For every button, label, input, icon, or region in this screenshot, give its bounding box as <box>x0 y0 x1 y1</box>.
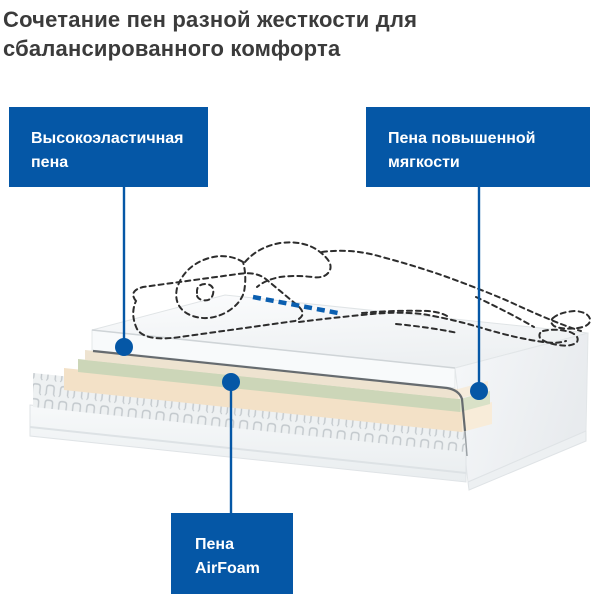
callout-elastic-foam-label: Высокоэластичная пена <box>31 130 184 171</box>
elastic-foam-layer <box>85 350 458 399</box>
mattress-right-plinth <box>467 430 587 491</box>
lower-foot-outline <box>538 328 579 347</box>
airfoam-layer-side <box>462 402 492 432</box>
zipper-line <box>92 349 467 432</box>
left-callout-pointer-dot <box>115 338 133 356</box>
mattress-cutaway <box>29 294 589 491</box>
right-callout-pointer-dot <box>470 382 488 400</box>
legs-inner-line <box>475 296 535 328</box>
ear-outline <box>195 282 215 302</box>
zipper-seam <box>464 430 468 457</box>
head-outline <box>175 255 247 319</box>
soft-foam-layer <box>78 359 460 412</box>
callout-airfoam-label: Пена AirFoam <box>195 536 260 577</box>
base-groove-line <box>29 426 467 474</box>
page-title: Сочетание пен разной жесткости для сбала… <box>3 7 418 62</box>
person-outline <box>132 241 592 347</box>
top-cover-edge-line <box>91 329 456 369</box>
hand-line <box>395 323 459 334</box>
callout-airfoam: Пена AirFoam <box>171 513 293 594</box>
callout-soft-foam-label: Пена повышенной мягкости <box>388 130 536 171</box>
back-contour <box>321 249 582 332</box>
upper-foot-outline <box>550 309 592 330</box>
bent-arm-outline <box>244 241 332 288</box>
forearm-line <box>361 309 448 317</box>
pillow-outline <box>132 272 304 340</box>
spine-alignment-line <box>252 294 339 316</box>
callout-elastic-foam: Высокоэластичная пена <box>9 107 208 187</box>
callout-soft-foam: Пена повышенной мягкости <box>366 107 590 187</box>
callout-pointers <box>115 186 488 514</box>
airfoam-layer <box>64 368 462 432</box>
body-underside-contour <box>298 311 567 344</box>
bottom-callout-pointer-dot <box>222 373 240 391</box>
